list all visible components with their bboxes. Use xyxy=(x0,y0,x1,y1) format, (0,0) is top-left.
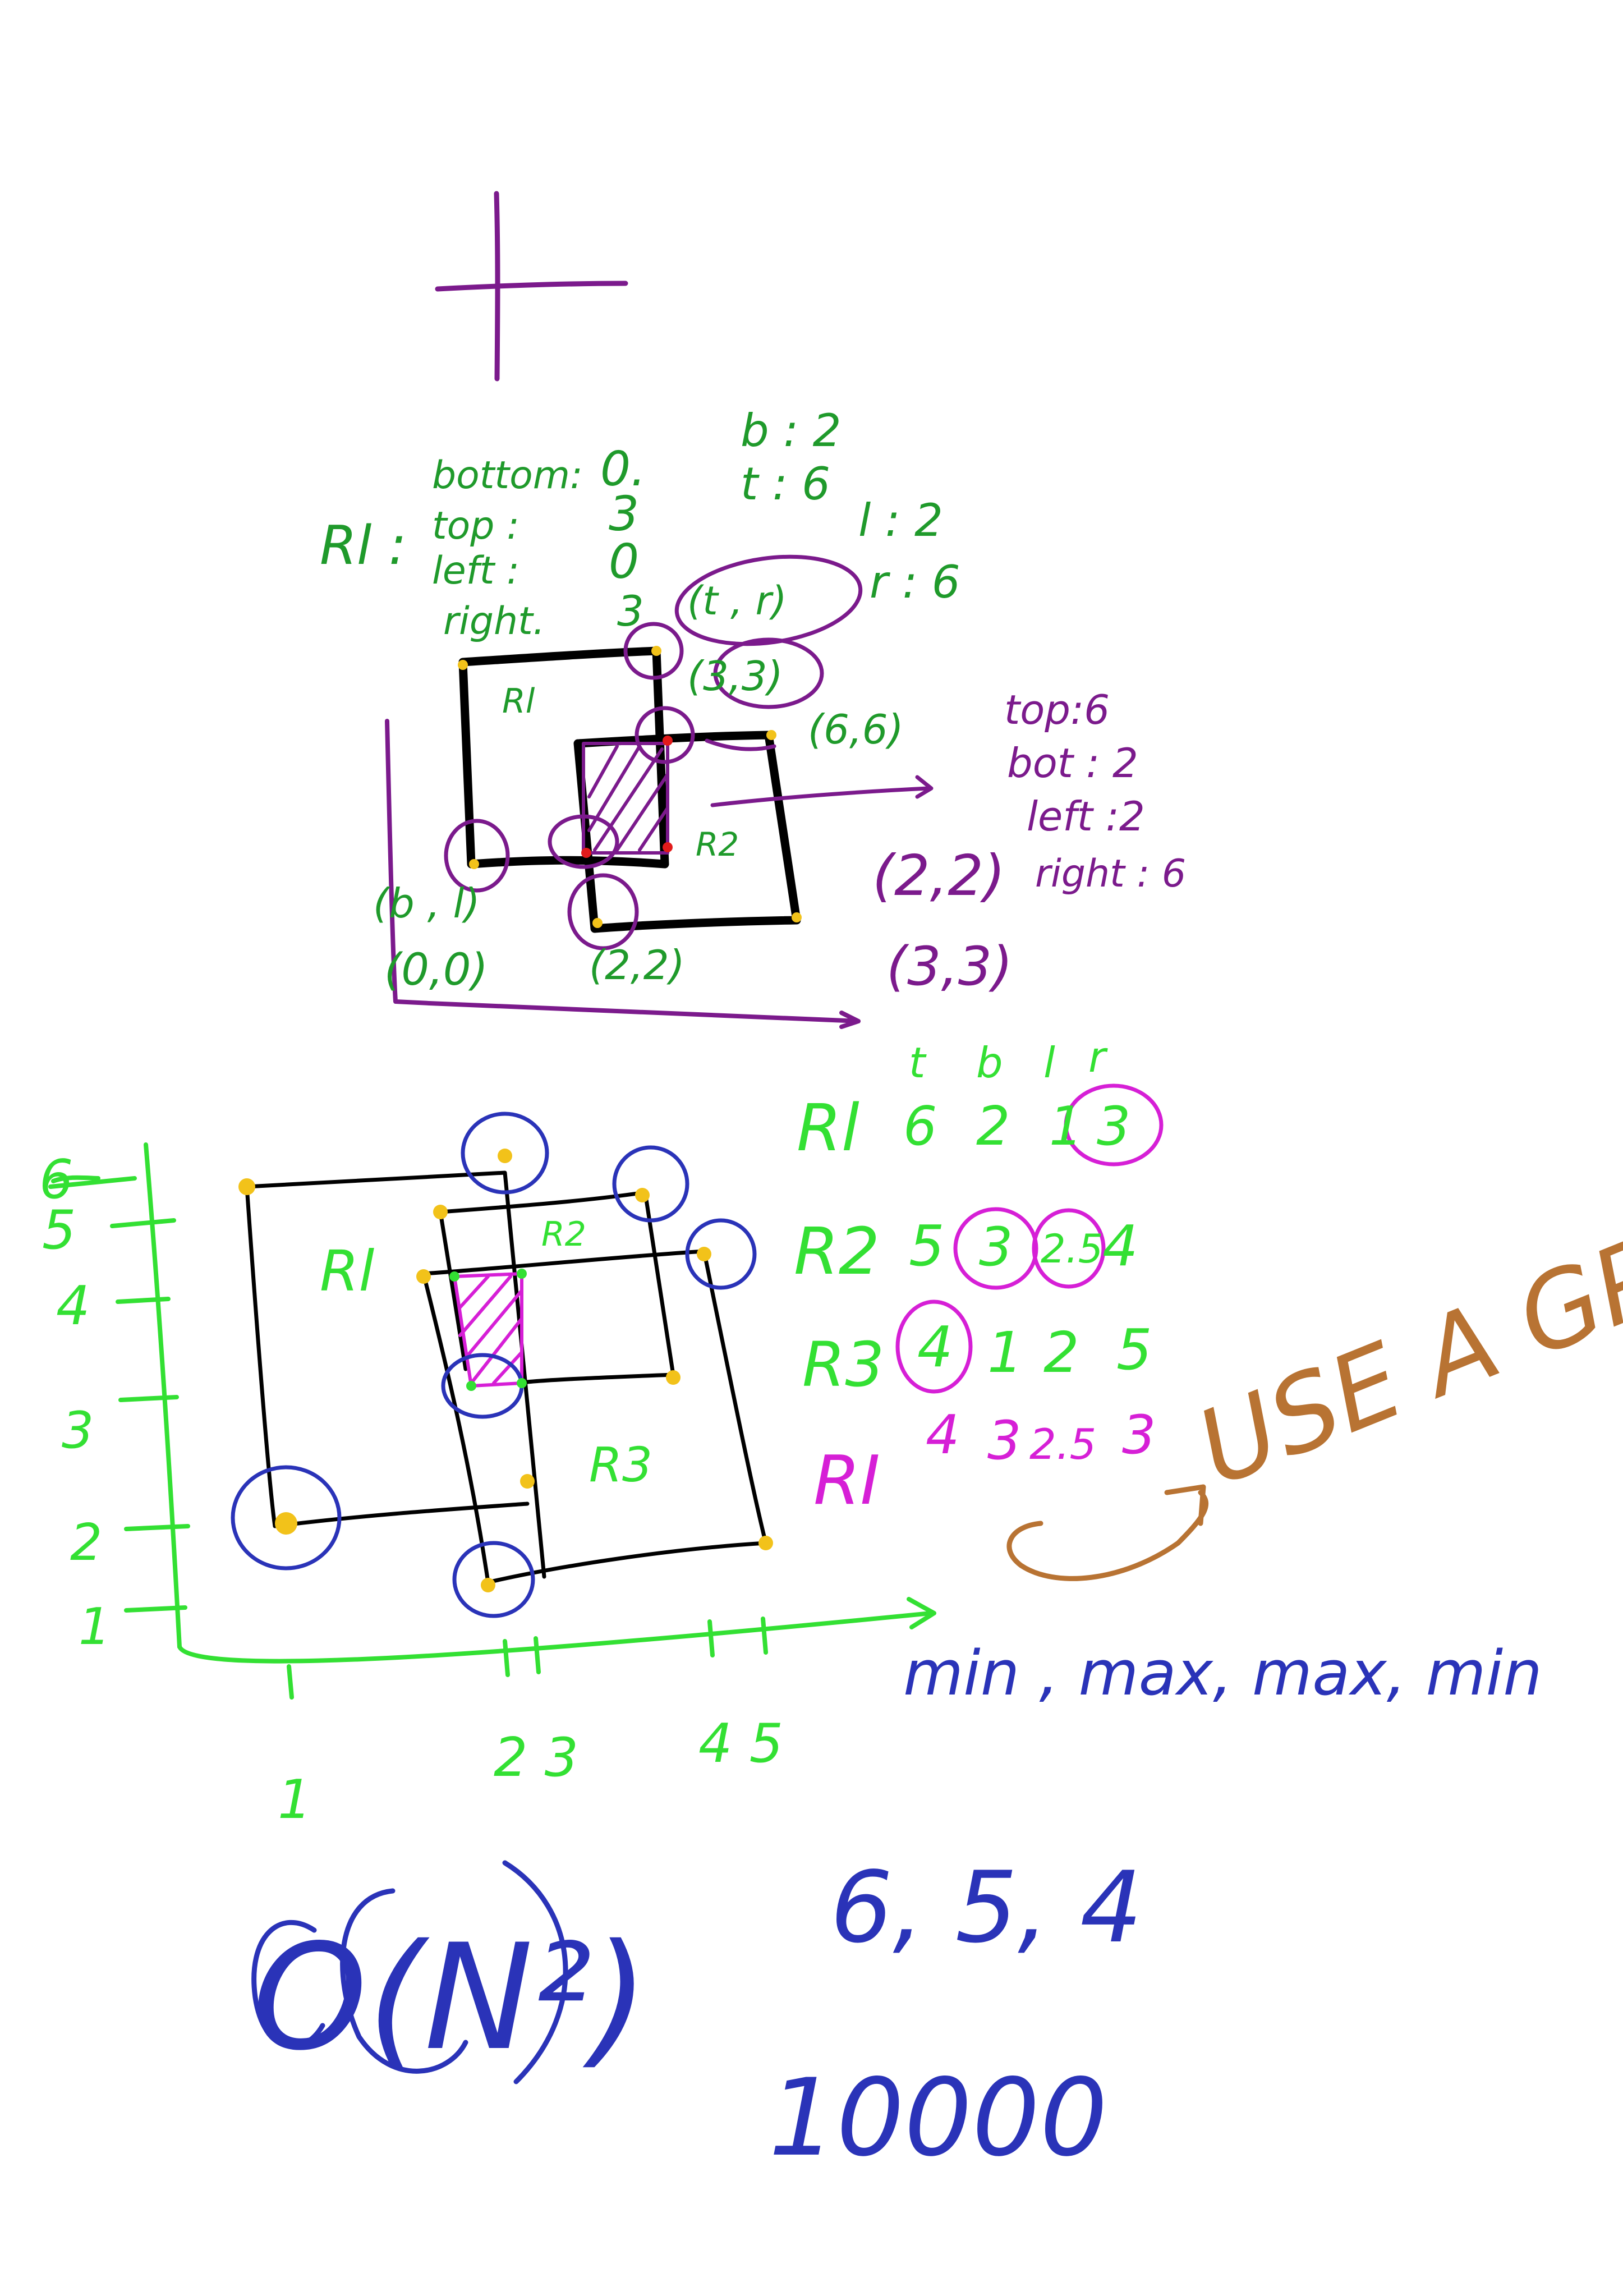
complexity-label: O(N²) xyxy=(252,1913,649,2083)
row-r2-b: 3 xyxy=(979,1216,1013,1278)
y-tick-5: 5 xyxy=(42,1200,76,1261)
intersection-top: top:6 xyxy=(1004,686,1110,733)
r2-field-b: b : 2 xyxy=(741,405,842,457)
table-circles xyxy=(895,1083,1164,1394)
coord-22-label: (2,2) xyxy=(589,942,685,989)
y-tick-4: 4 xyxy=(56,1275,90,1337)
complexity-strokes xyxy=(251,1860,568,2084)
corner-dots-top xyxy=(458,646,802,928)
min-max-note: min , max, max, min xyxy=(903,1637,1542,1709)
circle-annotations-bottom xyxy=(231,1112,757,1618)
row-r3-label: R3 xyxy=(802,1329,884,1400)
coord-66-label: (6,6) xyxy=(808,706,904,753)
intersection-bot: bot : 2 xyxy=(1007,740,1138,787)
row-r1-t: 6 xyxy=(903,1096,937,1158)
r1-field-bottom: bottom: xyxy=(432,453,583,498)
y-tick-1: 1 xyxy=(79,1597,111,1656)
rect2-label-bottom: R2 xyxy=(541,1215,586,1254)
corner-dots-bottom xyxy=(238,1149,773,1592)
r1-value-right: 3 xyxy=(617,586,644,636)
top-axes xyxy=(385,719,861,1029)
row-r2-l: 2.5 xyxy=(1041,1226,1103,1272)
row-r3-b: 1 xyxy=(987,1320,1023,1385)
row-ri-t: 4 xyxy=(926,1404,959,1466)
x-tick-45: 4 5 xyxy=(698,1713,783,1775)
r2-field-r: r : 6 xyxy=(870,556,960,608)
result-22: (2,2) xyxy=(872,843,1005,908)
rect2-label-top: R2 xyxy=(696,825,739,864)
r2-field-l: l : 2 xyxy=(858,494,943,547)
rect-r1-bottom xyxy=(245,1170,546,1579)
rect1-label-top: Rl xyxy=(502,682,535,721)
corner-bl-label: (b , l) xyxy=(373,880,480,927)
bottom-axes xyxy=(48,1142,936,1700)
coord-33-label: (3,3) xyxy=(687,653,783,700)
intersection-left: left :2 xyxy=(1027,793,1145,840)
r2-field-t: t : 6 xyxy=(741,458,830,510)
row-r2-t: 5 xyxy=(909,1213,945,1279)
row-r1-r: 3 xyxy=(1097,1096,1130,1158)
r1-field-left: left : xyxy=(432,549,519,593)
x-tick-1: 1 xyxy=(278,1769,311,1831)
table-header-t: t xyxy=(909,1038,927,1087)
y-tick-2: 2 xyxy=(70,1513,102,1572)
arrow-to-intersection xyxy=(710,775,934,807)
r1-field-right: right. xyxy=(443,599,545,644)
cross-mark xyxy=(435,191,628,382)
row-r3-r: 5 xyxy=(1116,1317,1152,1383)
row-ri-r: 3 xyxy=(1122,1404,1156,1466)
table-header-r: r xyxy=(1088,1032,1108,1082)
row-r2-r: 4 xyxy=(1102,1213,1138,1279)
r1-value-left: 0 xyxy=(609,534,639,590)
rect3-label-bottom: R3 xyxy=(589,1438,652,1493)
row-r1-label: Rl xyxy=(797,1091,859,1166)
result-33: (3,3) xyxy=(886,936,1013,998)
row-r3-l: 2 xyxy=(1043,1320,1079,1385)
big-number: 10000 xyxy=(769,2056,1107,2180)
row-ri-label: RI xyxy=(813,1442,880,1520)
row-r3-t: 4 xyxy=(917,1314,953,1380)
coord-00-label: (0,0) xyxy=(384,945,488,995)
x-tick-23: 2 3 xyxy=(494,1727,578,1789)
row-r2-label: R2 xyxy=(794,1214,880,1289)
r1-field-top: top : xyxy=(432,504,519,548)
r1-value-bottom: 0. xyxy=(600,442,646,497)
table-header-b: b xyxy=(976,1038,1003,1087)
r1-label: Rl : xyxy=(320,515,407,577)
row-r1-l: 1 xyxy=(1049,1096,1083,1158)
rect1-label-bottom: Rl xyxy=(320,1238,374,1304)
table-header-l: l xyxy=(1043,1038,1055,1087)
gpu-arrow xyxy=(1006,1484,1209,1581)
corner-tr-label: (t , r) xyxy=(687,578,787,624)
circle-annotations-top xyxy=(444,554,863,950)
row-ri-l: 2.5 xyxy=(1029,1420,1096,1469)
row-r1-b: 2 xyxy=(976,1096,1010,1158)
intersection-right: right : 6 xyxy=(1035,852,1186,896)
rect-r2-top xyxy=(573,731,801,933)
numbers-note: 6, 5, 4 xyxy=(830,1851,1143,1965)
y-tick-3: 3 xyxy=(62,1401,94,1460)
row-ri-b: 3 xyxy=(987,1410,1021,1472)
r1-value-top: 3 xyxy=(609,486,639,542)
rect-r1-top xyxy=(458,646,669,869)
y-tick-6: 6 xyxy=(39,1149,73,1211)
gpu-note: USE A GPU xyxy=(1181,1186,1623,1509)
intersection-hatch-top xyxy=(582,742,669,855)
